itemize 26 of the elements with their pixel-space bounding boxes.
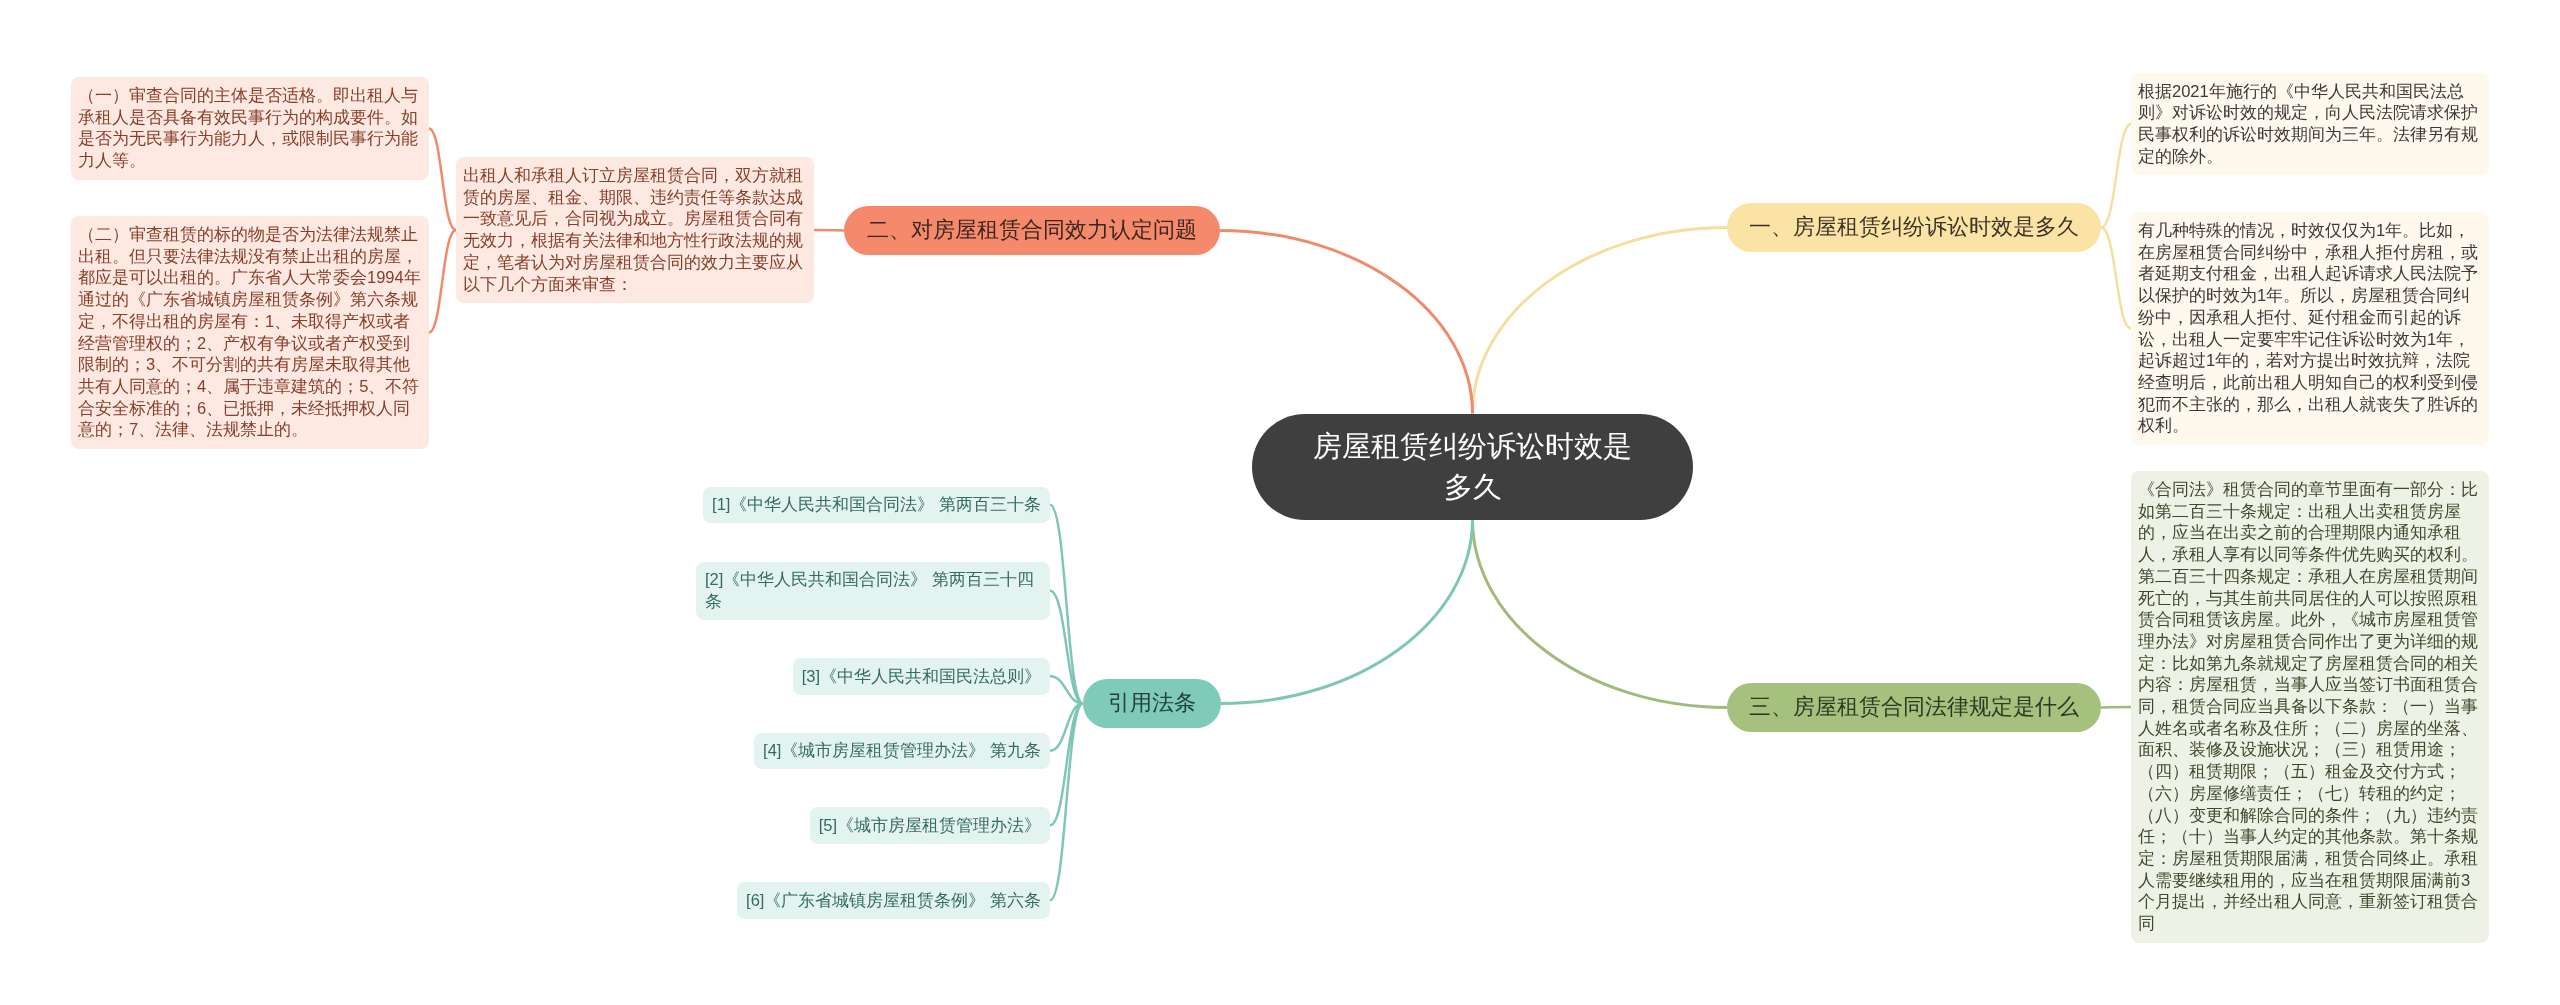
note-card: 根据2021年施行的《中华人民共和国民法总则》对诉讼时效的规定，向人民法院请求保护民事权利的诉讼时效期间为三年。法律另有规定的除外。 [2131,72,2489,176]
citation-card: [3]《中华人民共和国民法总则》 [792,658,1050,695]
branch-line [1219,229,1474,414]
note-card: 《合同法》租赁合同的章节里面有一部分：比如第二百三十条规定：出租人出卖租赁房屋的，应当在出卖之前的合理期限内通知承租人，承租人享有以同等条件优先购买的权利。第二百三十四条规定：承租人在房屋租赁期间死亡的，与其生前共同居住的人可以按照原租赁合同租赁该房屋。此外，《城市房屋租赁管理办法》对房屋租赁合同作出了更为详细的规定：比如第九条就规定了房屋租赁合同的相关内容：房屋租赁，当事人应当签订书面租赁合同，租赁合同应当具备以下条款：（一）当事人姓名或者名称及住所；（二）房屋的坐落、面积、装修及设施状况；（三）租赁用途；（四）租赁期限；（五）租金及交付方式；（六）房屋修缮责任；（七）转租的约定；（八）变更和解除合同的条件；（九）违约责任；（十）当事人约定的其他条款。第十条规定：房屋租赁期限届满，租赁合同终止。承租人需要继续租用的，应当在租赁期限届满前3个月提出，并经出租人同意，重新签订租赁合同 [2131,471,2489,943]
branch-line [2100,122,2132,229]
citation-card: [5]《城市房屋租赁管理办法》 [809,807,1050,844]
branch-line [1220,519,1474,705]
branch-line [1048,503,1085,902]
central-topic: 房屋租赁纠纷诉讼时效是多久 [1252,413,1693,520]
citation-card: [1]《中华人民共和国合同法》 第两百三十条 [703,486,1050,524]
note-card: （二）审查租赁的标的物是否为法律法规禁止出租。但只要法律法规没有禁止出租的房屋，都应是可以出租的。广东省人大常委会1994年通过的《广东省城镇房屋租赁条例》第六条规定，不得出租的房屋有：1、未取得产权或者经营管理权的；2、产权有争议或者产权受到限制的；3、不可分割的共有房屋未取得其他共有人同意的；4、属于违章建筑的；5、不符合安全标准的；6、已抵押，未经抵押权人同意的；7、法律、法规禁止的。 [71,216,429,450]
branch-topic: 二、对房屋租赁合同效力认定问题 [844,206,1220,255]
citation-card: [4]《城市房屋租赁管理办法》 第九条 [754,732,1050,770]
note-card: 有几种特殊的情况，时效仅仅为1年。比如，在房屋租赁合同纠纷中，承租人拒付房租，或者延期支付租金，出租人起诉请求人民法院予以保护的时效为1年。所以，房屋租赁合同纠纷中，因承租人拒付、延付租金而引起的诉讼，出租人一定要牢牢记住诉讼时效为1年，起诉超过1年的，若对方提出时效抗辩，法院经查明后，此前出租人明知自己的权利受到侵犯而不主张的，那么，出租人就丧失了胜诉的权利。 [2131,212,2489,446]
citation-card: [6]《广东省城镇房屋租赁条例》 第六条 [737,882,1050,919]
note-card: （一）审查合同的主体是否适格。即出租人与承租人是否具备有效民事行为的构成要件。如是否为无民事行为能力人，或限制民事行为能力人等。 [71,77,429,180]
branch-line [428,127,457,232]
note-card: 出租人和承租人订立房屋租赁合同，双方就租赁的房屋、租金、期限、违约责任等条款达成一致意见后，合同视为成立。房屋租赁合同有无效力，根据有关法律和地方性行政法规的规定，笔者认为对房屋租赁合同的效力主要应从以下几个方面来审查： [456,157,814,304]
branch-line [2101,705,2131,709]
branch-line [428,229,457,334]
branch-topic: 一、房屋租赁纠纷诉讼时效是多久 [1727,203,2101,252]
branch-line [814,228,844,232]
citation-card: [2]《中华人民共和国合同法》 第两百三十四条 [696,561,1050,620]
branch-topic: 引用法条 [1083,679,1221,728]
branch-topic: 三、房屋租赁合同法律规定是什么 [1727,683,2101,732]
branch-line [2100,226,2132,330]
